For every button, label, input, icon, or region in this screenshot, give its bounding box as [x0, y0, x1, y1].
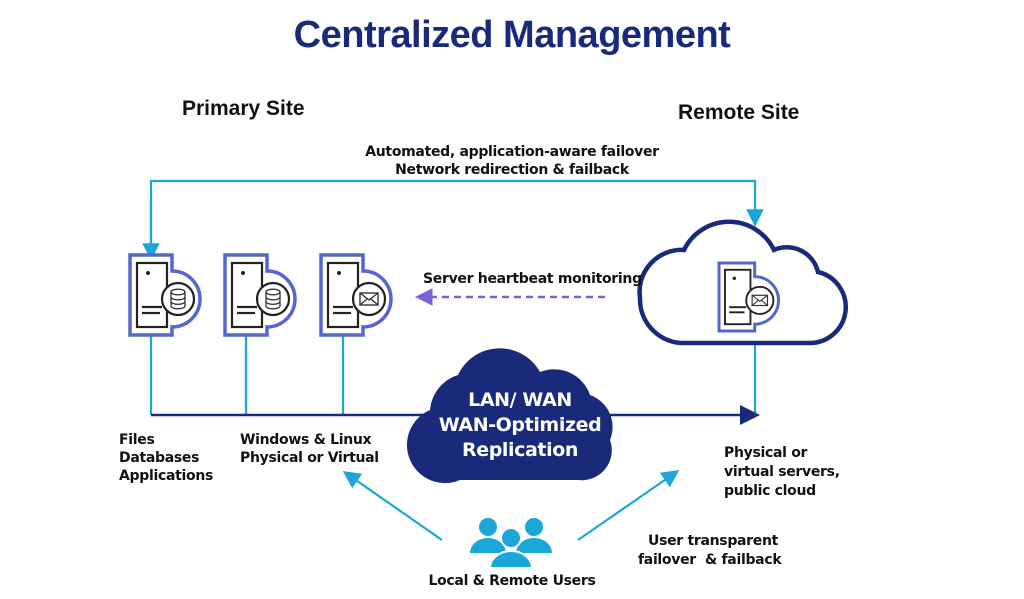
users-label: Local & Remote Users: [428, 573, 596, 589]
failover-line-1: Automated, application-aware failover: [365, 144, 659, 160]
remote-caption: Physical or virtual servers, public clou…: [724, 444, 840, 501]
transparent-caption: User transparent failover & failback: [638, 532, 782, 570]
primary-data-caption: Files Databases Applications: [119, 431, 213, 485]
heartbeat-label: Server heartbeat monitoring: [423, 271, 642, 287]
failover-line-2: Network redirection & failback: [395, 162, 629, 178]
caption-databases: Databases: [119, 450, 200, 466]
network-line-3: Replication: [461, 439, 578, 461]
mail-icon: [359, 292, 379, 306]
remote-site-label: Remote Site: [678, 101, 800, 124]
transparent-line-2: failover & failback: [638, 552, 782, 568]
network-line-1: LAN/ WAN: [468, 389, 572, 411]
transparent-line-1: User transparent: [648, 533, 779, 549]
failover-path: [149, 179, 764, 250]
remote-caption-line-3: public cloud: [724, 483, 816, 499]
users-icon: [470, 518, 552, 569]
mail-icon: [751, 294, 769, 307]
users-arrow-left: [342, 470, 443, 541]
caption-physical-virtual: Physical or Virtual: [240, 450, 379, 466]
network-cloud-icon: [406, 348, 613, 484]
primary-os-caption: Windows & Linux Physical or Virtual: [240, 431, 379, 467]
primary-server-2[interactable]: [223, 253, 297, 337]
users-arrow-right: [577, 469, 680, 541]
caption-applications: Applications: [119, 468, 214, 484]
network-cloud-text: LAN/ WAN WAN-Optimized Replication: [420, 388, 620, 463]
caption-os: Windows & Linux: [240, 432, 372, 448]
page-title: Centralized Management: [293, 14, 731, 56]
primary-server-3[interactable]: [319, 253, 393, 337]
failover-caption: Automated, application-aware failover Ne…: [312, 143, 712, 179]
remote-caption-line-2: virtual servers,: [724, 464, 840, 480]
caption-files: Files: [119, 432, 155, 448]
network-line-2: WAN-Optimized: [438, 414, 602, 436]
remote-caption-line-1: Physical or: [724, 445, 808, 461]
primary-server-1[interactable]: [128, 253, 202, 337]
primary-site-label: Primary Site: [182, 97, 305, 120]
